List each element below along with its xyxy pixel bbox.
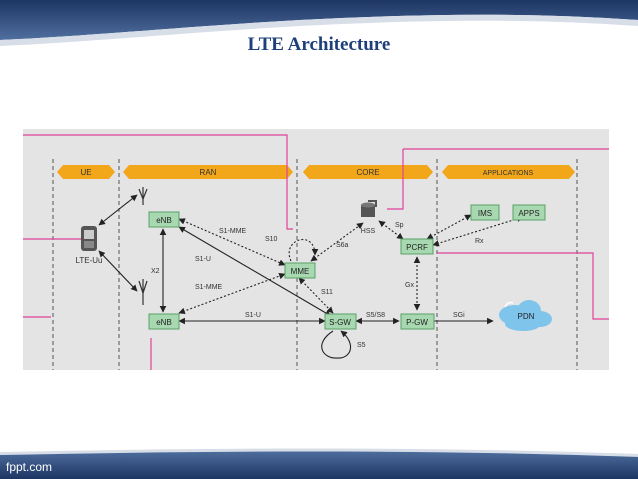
- interface-label-sp: Sp: [395, 222, 404, 229]
- phone-icon: [81, 226, 97, 251]
- section-band-ue: UE: [57, 165, 115, 179]
- node-hss-label: HSS: [361, 228, 376, 235]
- node-apps-label: APPS: [518, 209, 539, 218]
- node-enb-bottom-label: eNB: [156, 318, 172, 327]
- section-band-ran: RAN: [123, 165, 293, 179]
- node-pcrf[interactable]: PCRF: [400, 238, 434, 255]
- section-dividers: [52, 159, 578, 370]
- node-enb-top[interactable]: eNB: [148, 211, 180, 228]
- node-mme[interactable]: MME: [284, 262, 316, 279]
- interface-label-s1mme-bottom: S1-MME: [195, 284, 223, 291]
- ue-label: LTE-Uu: [76, 256, 103, 265]
- node-ims-label: IMS: [478, 209, 492, 218]
- node-enb-bottom[interactable]: eNB: [148, 313, 180, 330]
- section-label-ran: RAN: [200, 168, 217, 177]
- node-pcrf-label: PCRF: [406, 243, 428, 252]
- slide-top-band: [0, 0, 638, 46]
- interface-label-s1mme-top: S1-MME: [219, 228, 247, 235]
- antenna-bottom-icon: [138, 279, 148, 305]
- interface-label-s5: S5: [357, 342, 366, 349]
- footer-brand: fppt.com: [6, 460, 53, 474]
- node-pdn-label: PDN: [518, 312, 535, 321]
- interface-label-sgi: SGi: [453, 312, 465, 319]
- hss-database-icon[interactable]: [361, 200, 377, 217]
- interface-label-rx: Rx: [475, 238, 484, 245]
- interface-label-s6a: S6a: [336, 242, 349, 249]
- node-mme-label: MME: [291, 267, 310, 276]
- interface-label-gx: Gx: [405, 282, 414, 289]
- node-pgw[interactable]: P-GW: [400, 313, 435, 330]
- interface-label-s5s8: S5/S8: [366, 312, 385, 319]
- node-sgw[interactable]: S-GW: [324, 313, 357, 330]
- slide-bottom-band: [0, 448, 638, 479]
- section-label-core: CORE: [356, 168, 379, 177]
- node-ims[interactable]: IMS: [470, 204, 500, 221]
- interface-label-x2: X2: [151, 268, 160, 275]
- antenna-top-icon: [138, 187, 148, 205]
- node-enb-top-label: eNB: [156, 216, 172, 225]
- interface-label-s1u-bottom: S1-U: [245, 312, 261, 319]
- lte-architecture-diagram: UE RAN CORE APPLICATIONS LTE-Uu: [23, 129, 609, 370]
- diagram-canvas: UE RAN CORE APPLICATIONS LTE-Uu: [23, 134, 609, 370]
- interface-label-s11: S11: [321, 289, 333, 296]
- frame-lines: [23, 134, 609, 370]
- node-sgw-label: S-GW: [329, 318, 351, 327]
- interface-label-s10: S10: [265, 236, 278, 243]
- section-band-core: CORE: [303, 165, 433, 179]
- section-label-ue: UE: [80, 168, 91, 177]
- interface-label-s1u-mid: S1-U: [195, 256, 211, 263]
- node-pgw-label: P-GW: [406, 318, 428, 327]
- section-label-applications: APPLICATIONS: [483, 170, 534, 177]
- slide-title: LTE Architecture: [247, 34, 391, 55]
- section-band-applications: APPLICATIONS: [442, 165, 575, 179]
- pdn-cloud-icon[interactable]: [499, 300, 552, 331]
- node-apps[interactable]: APPS: [512, 204, 546, 221]
